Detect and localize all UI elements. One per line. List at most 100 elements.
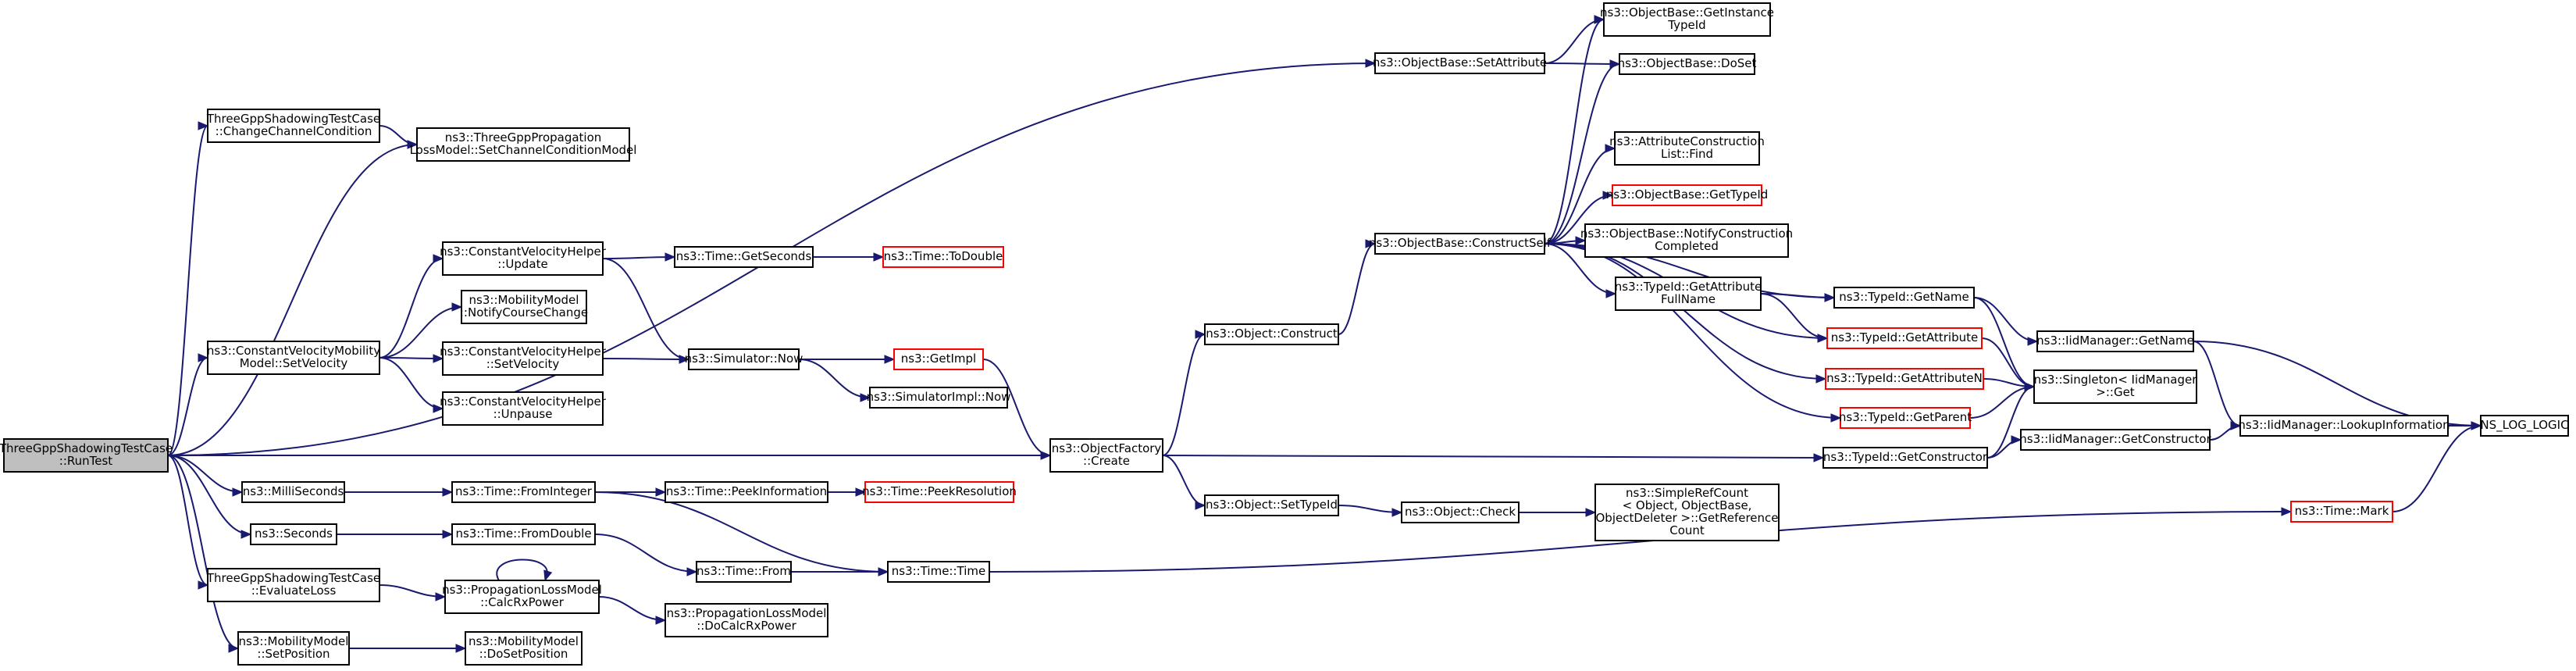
node-box[interactable]: [1615, 277, 1762, 311]
node-ms[interactable]: ns3::MilliSeconds: [241, 481, 345, 503]
node-box[interactable]: [1049, 438, 1163, 473]
node-box[interactable]: [1822, 447, 1988, 469]
node-box[interactable]: [2290, 501, 2393, 523]
node-t-pr[interactable]: ns3::Time::PeekResolution: [862, 481, 1017, 503]
node-box[interactable]: [465, 631, 583, 666]
node-box[interactable]: [1584, 223, 1789, 258]
node-cvh-unp[interactable]: ns3::ConstantVelocityHelper::Unpause: [440, 391, 607, 426]
node-box[interactable]: [1603, 2, 1771, 37]
node-ns-log[interactable]: NS_LOG_LOGIC: [2480, 415, 2569, 437]
node-cvh-upd[interactable]: ns3::ConstantVelocityHelper::Update: [440, 241, 607, 276]
node-box[interactable]: [2020, 429, 2211, 451]
node-box[interactable]: [442, 241, 604, 276]
node-box[interactable]: [451, 523, 596, 545]
node-root[interactable]: ThreeGppShadowingTestCase::RunTest: [0, 438, 173, 473]
node-src-getref[interactable]: ns3::SimpleRefCount< Object, ObjectBase,…: [1594, 484, 1780, 541]
node-box[interactable]: [241, 481, 345, 503]
node-obj-construct[interactable]: ns3::Object::Construct: [1204, 323, 1339, 345]
node-tid-getname[interactable]: ns3::TypeId::GetName: [1833, 287, 1975, 309]
node-t-td[interactable]: ns3::Time::ToDouble: [882, 246, 1004, 268]
node-box[interactable]: [207, 341, 380, 375]
node-plm-crx[interactable]: ns3::PropagationLossModel::CalcRxPower: [442, 580, 602, 614]
node-sec[interactable]: ns3::Seconds: [250, 523, 337, 545]
node-ob-setattr[interactable]: ns3::ObjectBase::SetAttribute: [1373, 52, 1547, 74]
node-t-fi[interactable]: ns3::Time::FromInteger: [451, 481, 596, 503]
node-box[interactable]: [674, 246, 814, 268]
node-cvm-sv[interactable]: ns3::ConstantVelocityMobilityModel::SetV…: [207, 341, 380, 375]
node-ob-cself[interactable]: ns3::ObjectBase::ConstructSelf: [1369, 233, 1552, 255]
node-box[interactable]: [1374, 52, 1545, 74]
node-box[interactable]: [2033, 369, 2197, 404]
node-cvh-sv[interactable]: ns3::ConstantVelocityHelper::SetVelocity: [440, 341, 607, 376]
node-tid-getattrn[interactable]: ns3::TypeId::GetAttributeN: [1825, 368, 1984, 390]
node-box[interactable]: [1833, 287, 1975, 309]
node-obj-check[interactable]: ns3::Object::Check: [1401, 501, 1520, 523]
node-ob-ncc[interactable]: ns3::ObjectBase::NotifyConstructionCompl…: [1580, 223, 1793, 258]
node-tid-getctor[interactable]: ns3::TypeId::GetConstructor: [1822, 447, 1988, 469]
node-box[interactable]: [442, 391, 604, 426]
node-box[interactable]: [1204, 494, 1339, 516]
node-box[interactable]: [442, 341, 604, 376]
node-box[interactable]: [461, 290, 587, 324]
node-box[interactable]: [207, 109, 380, 143]
node-box[interactable]: [2239, 415, 2449, 437]
node-tid-getparent[interactable]: ns3::TypeId::GetParent: [1839, 407, 1972, 429]
node-box[interactable]: [869, 387, 1008, 409]
node-box[interactable]: [3, 438, 169, 473]
node-box[interactable]: [696, 561, 792, 583]
node-box[interactable]: [1614, 131, 1760, 166]
node-ob-gettid[interactable]: ns3::ObjectBase::GetTypeId: [1606, 184, 1769, 206]
node-sccm[interactable]: ns3::ThreeGppPropagationLossModel::SetCh…: [410, 127, 637, 162]
node-box[interactable]: [1619, 53, 1755, 75]
node-box[interactable]: [893, 348, 984, 370]
node-box[interactable]: [444, 580, 600, 614]
node-box[interactable]: [887, 561, 990, 583]
node-singleton-get[interactable]: ns3::Singleton< IidManager >::Get: [2033, 369, 2198, 404]
node-box[interactable]: [237, 631, 350, 666]
node-evl[interactable]: ThreeGppShadowingTestCase::EvaluateLoss: [206, 568, 380, 602]
node-box[interactable]: [1825, 368, 1984, 390]
node-iid-getctor[interactable]: ns3::IidManager::GetConstructor: [2019, 429, 2212, 451]
node-iid-getname[interactable]: ns3::IidManager::GetName: [2036, 330, 2194, 352]
node-t-pi[interactable]: ns3::Time::PeekInformation: [664, 481, 828, 503]
node-box[interactable]: [1612, 184, 1762, 206]
node-ob-doset[interactable]: ns3::ObjectBase::DoSet: [1618, 53, 1757, 75]
node-box[interactable]: [1204, 323, 1339, 345]
node-box[interactable]: [250, 523, 337, 545]
node-box[interactable]: [664, 603, 828, 637]
node-of-create[interactable]: ns3::ObjectFactory::Create: [1049, 438, 1163, 473]
node-mm-dsp[interactable]: ns3::MobilityModel::DoSetPosition: [465, 631, 583, 666]
node-box[interactable]: [1840, 407, 1971, 429]
node-box[interactable]: [1401, 501, 1520, 523]
node-box[interactable]: [416, 127, 630, 162]
node-mm-ncc[interactable]: ns3::MobilityModel::NotifyCourseChange: [460, 290, 588, 324]
node-box[interactable]: [1594, 484, 1780, 541]
node-iid-lookup[interactable]: ns3::IidManager::LookupInformation: [2238, 415, 2450, 437]
node-sim-now[interactable]: ns3::Simulator::Now: [685, 348, 803, 370]
node-box[interactable]: [2036, 330, 2194, 352]
node-box[interactable]: [864, 481, 1014, 503]
node-t-mark[interactable]: ns3::Time::Mark: [2290, 501, 2393, 523]
node-box[interactable]: [451, 481, 596, 503]
node-plm-dcrx[interactable]: ns3::PropagationLossModel::DoCalcRxPower: [664, 603, 828, 637]
node-t-time[interactable]: ns3::Time::Time: [887, 561, 990, 583]
node-simimpl-now[interactable]: ns3::SimulatorImpl::Now: [867, 387, 1011, 409]
node-obj-settid[interactable]: ns3::Object::SetTypeId: [1204, 494, 1339, 516]
node-getimpl[interactable]: ns3::GetImpl: [893, 348, 984, 370]
node-t-from[interactable]: ns3::Time::From: [696, 561, 792, 583]
node-box[interactable]: [1826, 327, 1983, 349]
node-box[interactable]: [2480, 415, 2569, 437]
node-mm-sp[interactable]: ns3::MobilityModel::SetPosition: [237, 631, 350, 666]
node-t-gs[interactable]: ns3::Time::GetSeconds: [674, 246, 814, 268]
node-ccc[interactable]: ThreeGppShadowingTestCase::ChangeChannel…: [206, 109, 380, 143]
node-box[interactable]: [688, 348, 800, 370]
node-box[interactable]: [207, 568, 380, 602]
node-tid-getattr[interactable]: ns3::TypeId::GetAttribute: [1826, 327, 1983, 349]
node-box[interactable]: [1374, 233, 1545, 255]
node-box[interactable]: [664, 481, 828, 503]
node-t-fd[interactable]: ns3::Time::FromDouble: [451, 523, 596, 545]
node-box[interactable]: [882, 246, 1004, 268]
